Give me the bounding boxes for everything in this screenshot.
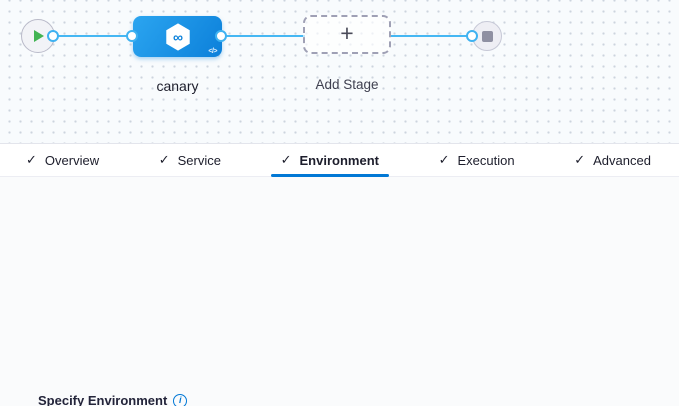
svg-text:∞: ∞ (172, 29, 182, 45)
check-icon: ✓ (26, 152, 37, 168)
deployment-stage-icon: ∞ (163, 22, 193, 52)
tab-label: Service (178, 153, 221, 168)
connector-port[interactable] (47, 30, 59, 42)
stop-icon (482, 31, 493, 42)
tab-label: Overview (45, 153, 99, 168)
tab-label: Execution (458, 153, 515, 168)
check-icon: ✓ (574, 152, 585, 168)
plus-icon: + (340, 22, 353, 45)
pipeline-canvas: ∞ </> + canary Add Stage (0, 0, 679, 143)
connector-port[interactable] (215, 30, 227, 42)
stage-node-canary[interactable]: ∞ </> (133, 16, 222, 57)
tab-environment[interactable]: ✓ Environment (277, 144, 383, 176)
tab-service[interactable]: ✓ Service (155, 144, 225, 176)
stage-tabbar: ✓ Overview ✓ Service ✓ Environment ✓ Exe… (0, 143, 679, 177)
tab-advanced[interactable]: ✓ Advanced (570, 144, 655, 176)
specify-environment-row: Specify Environment i (38, 393, 187, 406)
environment-tab-content: Specify Environment i Σx ‹ Back Continue… (0, 178, 679, 406)
tab-execution[interactable]: ✓ Execution (435, 144, 519, 176)
check-icon: ✓ (159, 152, 170, 168)
pipeline-edge (52, 35, 130, 37)
tab-overview[interactable]: ✓ Overview (22, 144, 103, 176)
connector-port[interactable] (466, 30, 478, 42)
add-stage-button[interactable]: + (303, 15, 391, 54)
tab-label: Advanced (593, 153, 651, 168)
pipeline-edge (220, 35, 305, 37)
check-icon: ✓ (281, 152, 292, 168)
stage-name-label: canary (133, 78, 222, 94)
check-icon: ✓ (439, 152, 450, 168)
connector-port[interactable] (126, 30, 138, 42)
tab-label: Environment (300, 153, 379, 168)
code-icon: </> (208, 48, 217, 55)
play-icon (34, 30, 44, 42)
add-stage-label: Add Stage (297, 77, 397, 92)
info-icon[interactable]: i (173, 394, 187, 406)
specify-environment-label: Specify Environment (38, 393, 167, 406)
pipeline-edge (389, 35, 469, 37)
